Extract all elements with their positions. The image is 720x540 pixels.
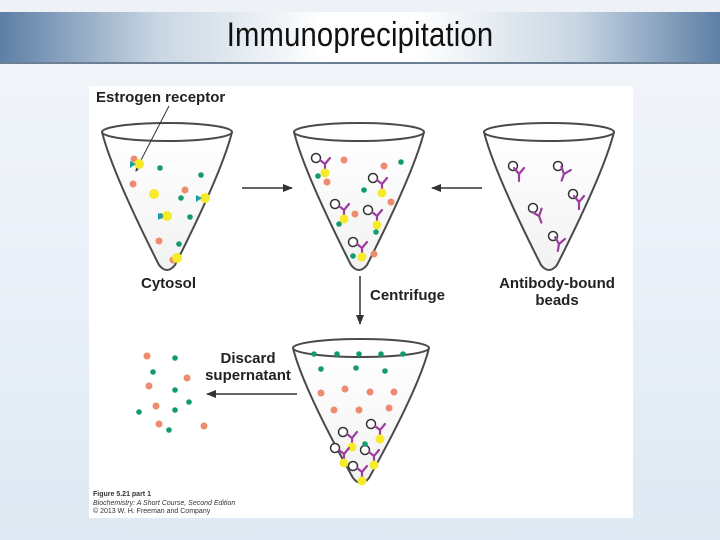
label-discard-supernatant: Discard supernatant xyxy=(193,350,303,384)
title-bar: Immunoprecipitation xyxy=(0,0,720,64)
protein-salmon xyxy=(390,388,398,396)
protein-green xyxy=(334,351,340,357)
bead xyxy=(527,202,539,214)
protein-salmon xyxy=(200,422,208,430)
protein-green xyxy=(150,369,156,375)
slide-title: Immunoprecipitation xyxy=(226,16,494,54)
figure-credit: Figure 5.21 part 1 Biochemistry: A Short… xyxy=(93,491,235,517)
protein-salmon xyxy=(385,404,393,412)
protein-green xyxy=(166,427,172,433)
bead-antibody-receptor-complex xyxy=(347,460,369,486)
protein-green xyxy=(378,351,384,357)
protein-green xyxy=(350,253,356,259)
antibody xyxy=(554,236,567,252)
credit-book: Biochemistry: A Short Course, Second Edi… xyxy=(93,499,236,507)
credit-copyright: © 2013 W. H. Freeman and Company xyxy=(93,508,211,515)
protein-salmon xyxy=(340,156,348,164)
bead-antibody-receptor-complex xyxy=(365,418,387,444)
estrogen-receptor-with-ligand xyxy=(130,159,144,169)
figure-panel: Estrogen receptor Cytosol Centrifuge Ant… xyxy=(89,86,633,518)
bead-antibody-receptor-complex xyxy=(310,152,332,178)
tube-antibody-beads xyxy=(483,122,615,271)
bead-antibody-receptor-complex xyxy=(367,172,389,198)
protein-green xyxy=(356,351,362,357)
bead xyxy=(552,160,564,172)
protein-salmon xyxy=(183,374,191,382)
estrogen-receptor-with-ligand xyxy=(158,211,172,221)
credit-figure-number: Figure 5.21 part 1 xyxy=(93,491,151,498)
protein-green xyxy=(176,241,182,247)
protein-green xyxy=(382,368,388,374)
estrogen-receptor xyxy=(172,253,182,263)
protein-green xyxy=(172,407,178,413)
protein-salmon xyxy=(366,388,374,396)
bead-antibody-receptor-complex xyxy=(359,444,381,470)
label-centrifuge: Centrifuge xyxy=(370,287,445,304)
protein-green xyxy=(398,159,404,165)
protein-green xyxy=(400,351,406,357)
protein-green xyxy=(178,195,184,201)
protein-salmon xyxy=(143,352,151,360)
label-antibody-beads-line1: Antibody-bound xyxy=(499,275,615,292)
protein-salmon xyxy=(341,385,349,393)
antibody xyxy=(572,194,586,211)
protein-salmon xyxy=(181,186,189,194)
protein-green xyxy=(336,221,342,227)
tube-mixture xyxy=(293,122,425,271)
label-antibody-beads: Antibody-bound beads xyxy=(482,275,632,309)
protein-salmon xyxy=(387,198,395,206)
pointer-line xyxy=(138,105,170,165)
label-cytosol: Cytosol xyxy=(141,275,197,292)
protein-green xyxy=(373,229,379,235)
protein-salmon xyxy=(129,180,137,188)
protein-green xyxy=(186,399,192,405)
protein-salmon xyxy=(323,178,331,186)
protein-green xyxy=(172,387,178,393)
bead-antibody-receptor-complex xyxy=(347,236,369,262)
label-antibody-beads-line2: beads xyxy=(535,292,579,309)
bead-antibody-receptor-complex xyxy=(329,198,351,224)
bead-antibody-receptor-complex xyxy=(337,426,359,452)
protein-green xyxy=(198,172,204,178)
protein-salmon xyxy=(355,406,363,414)
protein-salmon xyxy=(155,420,163,428)
protein-green xyxy=(362,441,368,447)
label-discard-line2: supernatant xyxy=(205,367,291,384)
immunoprecipitation-diagram xyxy=(101,105,615,486)
protein-green xyxy=(187,214,193,220)
antibody xyxy=(512,166,526,183)
protein-green xyxy=(318,366,324,372)
protein-salmon xyxy=(317,389,325,397)
bead-antibody-receptor-complex xyxy=(362,204,384,230)
protein-green xyxy=(353,365,359,371)
bead-antibody-receptor-complex xyxy=(329,442,351,468)
label-estrogen-receptor: Estrogen receptor xyxy=(96,89,226,106)
antibody xyxy=(531,207,543,224)
protein-green xyxy=(172,355,178,361)
protein-green xyxy=(361,187,367,193)
protein-salmon xyxy=(152,402,160,410)
protein-salmon xyxy=(155,237,163,245)
protein-salmon xyxy=(330,406,338,414)
antibody xyxy=(560,165,572,182)
protein-salmon xyxy=(145,382,153,390)
label-discard-line1: Discard xyxy=(220,350,276,367)
protein-salmon xyxy=(370,250,378,258)
protein-green xyxy=(157,165,163,171)
protein-salmon xyxy=(380,162,388,170)
estrogen-receptor xyxy=(149,189,159,199)
estrogen-receptor-with-ligand xyxy=(196,193,210,203)
tube-cytosol xyxy=(101,122,233,271)
protein-green xyxy=(136,409,142,415)
protein-green xyxy=(315,173,321,179)
protein-salmon xyxy=(351,210,359,218)
protein-green xyxy=(311,351,317,357)
